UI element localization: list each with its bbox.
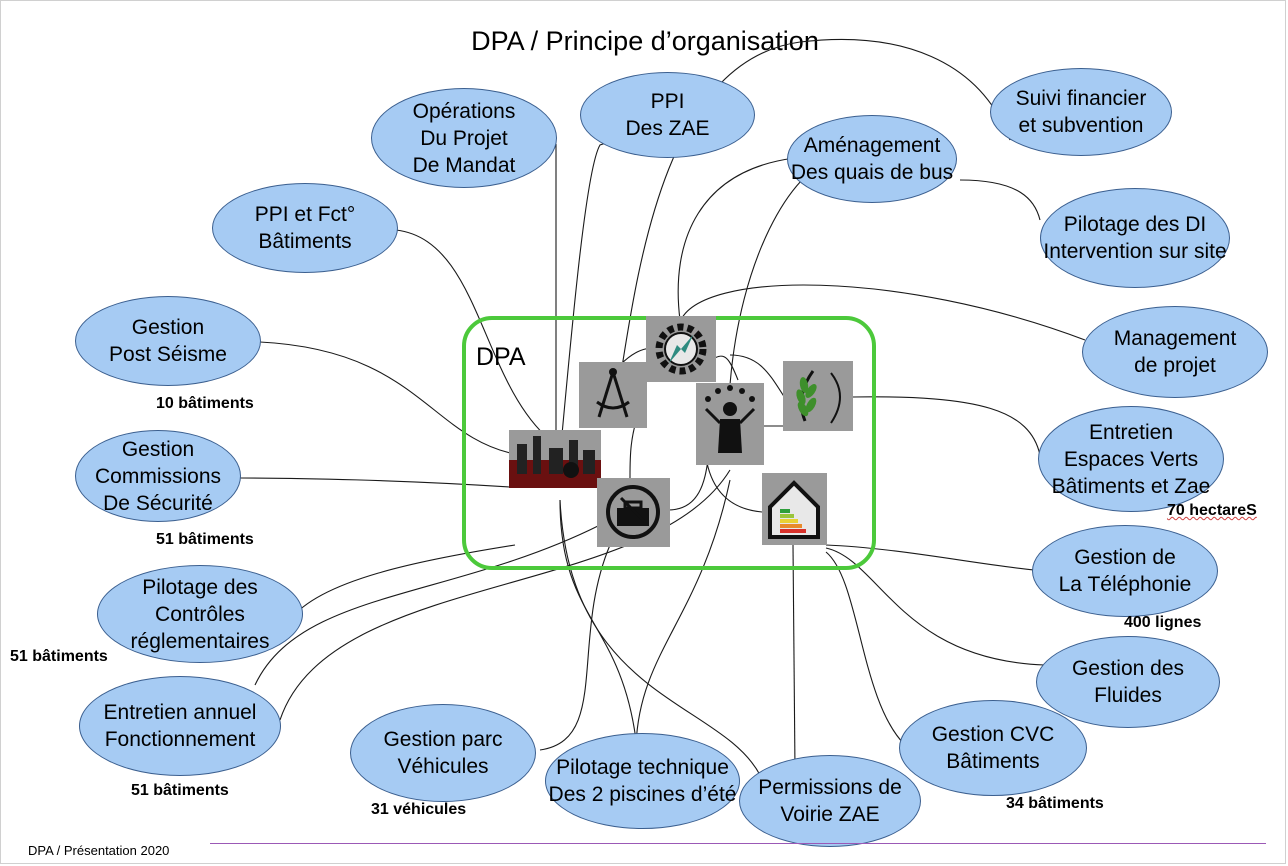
link-entretien-a [279, 469, 731, 721]
stat-vehicules: 31 véhicules [371, 801, 467, 818]
link-pilotage-di [959, 179, 1041, 221]
node-piscines: Pilotage technique Des 2 piscines d’été [545, 733, 740, 829]
node-permissions-voirie: Permissions de Voirie ZAE [739, 755, 921, 847]
link-entretien-b [254, 524, 601, 686]
stat-cvc: 34 bâtiments [1006, 795, 1104, 812]
node-operations-projet: Opérations Du Projet De Mandat [371, 88, 557, 188]
footer-rule [210, 843, 1266, 844]
node-commissions-securite: Gestion Commissions De Sécurité [75, 430, 241, 522]
stat-commissions: 51 bâtiments [156, 531, 254, 548]
link-fluides [825, 547, 1046, 666]
node-amenagement-quais: Aménagement Des quais de bus [787, 115, 957, 203]
slide-title: DPA / Principe d’organisation [471, 26, 819, 56]
link-permissions-b [635, 479, 731, 746]
city-skyline-icon [509, 430, 601, 488]
link-commissions [239, 477, 511, 488]
stat-seisme: 10 bâtiments [156, 395, 254, 412]
link-post-seisme [259, 341, 521, 456]
footer-text: DPA / Présentation 2020 [28, 843, 170, 858]
stat-telephonie: 400 lignes [1124, 614, 1202, 631]
node-fluides: Gestion des Fluides [1036, 636, 1220, 728]
link-permissions [792, 544, 796, 771]
link-espaces-verts [851, 396, 1041, 456]
compass-tools-icon [579, 362, 647, 428]
node-pilotage-di: Pilotage des DI Intervention sur site [1040, 188, 1230, 288]
node-espaces-verts: Entretien Espaces Verts Bâtiments et Zae [1038, 406, 1224, 512]
link-amenagement-a [677, 157, 796, 321]
node-ppi-zae: PPI Des ZAE [580, 72, 755, 158]
stat-entretien: 51 bâtiments [131, 782, 229, 799]
node-telephonie: Gestion de La Téléphonie [1032, 525, 1218, 617]
gear-compass-icon [646, 316, 716, 382]
dpa-label: DPA [476, 343, 526, 371]
node-parc-vehicules: Gestion parc Véhicules [350, 704, 536, 802]
link-cvc [825, 551, 906, 746]
node-suivi-financier: Suivi financier et subvention [990, 68, 1172, 156]
node-entretien-annuel: Entretien annuel Fonctionnement [79, 676, 281, 776]
node-controles-reglementaires: Pilotage des Contrôles réglementaires [97, 565, 303, 663]
juggler-icon [696, 383, 764, 465]
node-ppi-batiments: PPI et Fct° Bâtiments [212, 183, 398, 273]
link-toolbox-juggler [667, 459, 709, 511]
link-ppi-zae [559, 139, 616, 457]
node-management-projet: Management de projet [1082, 306, 1268, 398]
laurel-icon [783, 361, 853, 431]
link-suivi [619, 38, 1011, 381]
node-cvc-batiments: Gestion CVC Bâtiments [899, 700, 1087, 796]
node-post-seisme: Gestion Post Séisme [75, 296, 261, 386]
link-management [679, 284, 1086, 341]
energy-house-icon [762, 473, 827, 545]
toolbox-icon [597, 478, 670, 547]
link-vehicules [539, 544, 611, 751]
stat-espaces-verts: 70 hectareS [1167, 502, 1257, 519]
link-ppi-bat [395, 229, 551, 441]
link-juggler-laurel [729, 354, 786, 399]
link-piscines-b [559, 499, 761, 776]
stat-controles: 51 bâtiments [10, 648, 108, 665]
